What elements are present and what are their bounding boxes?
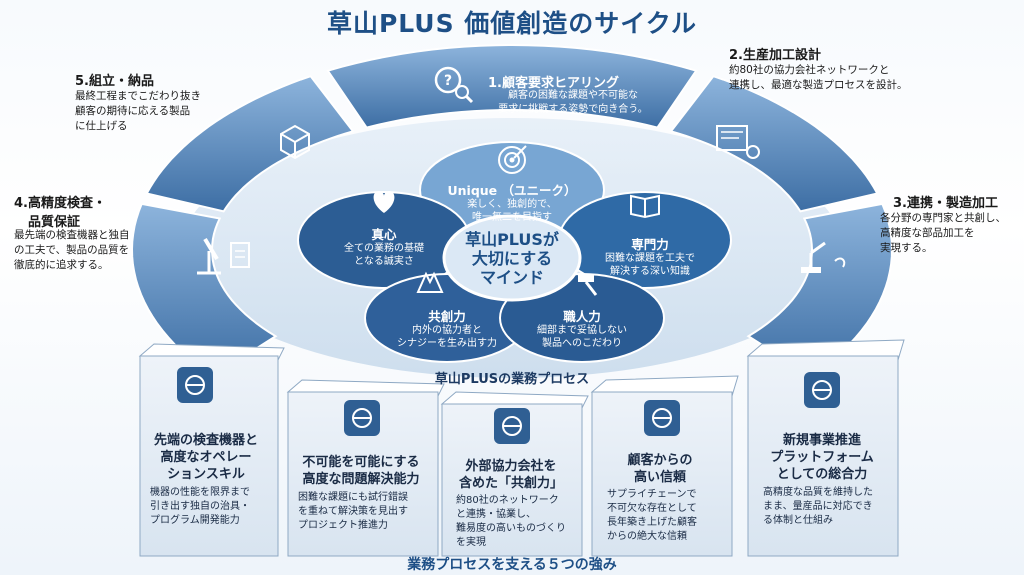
hands-icon bbox=[416, 271, 444, 293]
step2-desc: 約80社の協力会社ネットワークと連携し、最適な製造プロセスを設計。 bbox=[729, 64, 908, 91]
strength-4-desc: サプライチェーンで不可欠な存在として長年築き上げた顧客からの絶大な信頼 bbox=[607, 489, 697, 542]
hammer-icon bbox=[578, 275, 598, 296]
step4-title: 4.高精度検査・品質保証 bbox=[14, 196, 106, 230]
step1-desc: 顧客の困難な課題や不可能な要求に挑戦する姿勢で向き合う。 bbox=[498, 90, 648, 115]
question-search-icon: ? bbox=[434, 66, 474, 104]
value-petals bbox=[297, 141, 732, 363]
ring-segment-1 bbox=[326, 43, 698, 129]
strength-3-desc: 約80社のネットワークと連携・協業し、難易度の高いものづくりを実現 bbox=[456, 495, 566, 548]
heart-icon bbox=[373, 191, 395, 213]
craftsmanship-title: 職人力 bbox=[563, 309, 601, 324]
box-package-icon bbox=[280, 124, 310, 160]
heart-title: 真心 bbox=[371, 227, 397, 242]
expertise-title: 専門力 bbox=[631, 237, 669, 252]
svg-text:?: ? bbox=[444, 73, 452, 89]
expertise-desc: 困難な課題を工夫で解決する深い知識 bbox=[605, 253, 695, 277]
inspection-machine-icon bbox=[177, 367, 213, 403]
step3-desc: 各分野の専門家と共創し、高精度な部品加工を実現する。 bbox=[880, 212, 1006, 254]
robot-arm-icon bbox=[801, 241, 846, 273]
step5-title: 5.組立・納品 bbox=[75, 74, 154, 89]
ring-segment-4 bbox=[130, 202, 278, 378]
strength-5-desc: 高精度な品質を維持したまま、量産品に対応できる体制と仕組み bbox=[763, 487, 873, 526]
step5-desc: 最終工程までこだわり抜き顧客の期待に応える製品に仕上げる bbox=[75, 90, 201, 132]
strength-3-title: 外部協力会社を含めた「共創力」 bbox=[458, 459, 563, 491]
strengths-label: 業務プロセスを支える５つの強み bbox=[407, 557, 617, 573]
strength-box-3 bbox=[441, 403, 583, 557]
strength-box-4 bbox=[591, 391, 733, 557]
handshake-shield-icon bbox=[644, 400, 680, 436]
strength-1-title: 先端の検査機器と高度なオペレーションスキル bbox=[153, 433, 258, 482]
craftsmanship-desc: 細部まで妥協しない製品へのこだわり bbox=[537, 325, 627, 349]
book-icon bbox=[630, 194, 660, 219]
heart-desc: 全ての業務の基礎となる誠実さ bbox=[344, 243, 424, 267]
strength-5-title: 新規事業推進プラットフォームとしての総合力 bbox=[770, 433, 874, 482]
strength-1-desc: 機器の性能を限界まで引き出す独自の治具・プログラム開発能力 bbox=[150, 487, 250, 526]
cocreation-title: 共創力 bbox=[428, 309, 466, 324]
petal-center bbox=[442, 214, 582, 302]
platform-arrows-icon bbox=[804, 372, 840, 408]
unique-desc: 楽しく、独創的で、唯一無二を目指す bbox=[467, 199, 557, 223]
cocreation-desc: 内外の協力者とシナジーを生み出す力 bbox=[397, 325, 497, 349]
unique-title: Unique （ユニーク） bbox=[447, 183, 577, 198]
strength-2-desc: 困難な課題にも試行錯誤を重ねて解決策を見出すプロジェクト推進力 bbox=[298, 492, 408, 531]
strength-4-title: 顧客からの高い信頼 bbox=[627, 453, 693, 485]
maze-brain-icon bbox=[344, 400, 380, 436]
microscope-clipboard-icon bbox=[197, 237, 250, 275]
blueprint-gear-icon bbox=[716, 125, 760, 159]
network-nodes-icon bbox=[494, 408, 530, 444]
center-mind: 草山PLUSが大切にするマインド bbox=[465, 230, 559, 287]
step1-title: 1.顧客要求ヒアリング bbox=[488, 76, 619, 91]
step4-desc: 最先端の検査機器と独自の工夫で、製品の品質を徹底的に追求する。 bbox=[14, 229, 130, 271]
page-title: 草山PLUS 価値創造のサイクル bbox=[326, 9, 698, 38]
ring-segment-5 bbox=[145, 75, 355, 213]
step3-title: 3.連携・製造加工 bbox=[893, 196, 998, 211]
target-icon bbox=[498, 145, 527, 174]
step2-title: 2.生産加工設計 bbox=[729, 48, 821, 63]
process-label: 草山PLUSの業務プロセス bbox=[434, 372, 590, 387]
strength-2-title: 不可能を可能にする高度な問題解決能力 bbox=[302, 455, 420, 487]
